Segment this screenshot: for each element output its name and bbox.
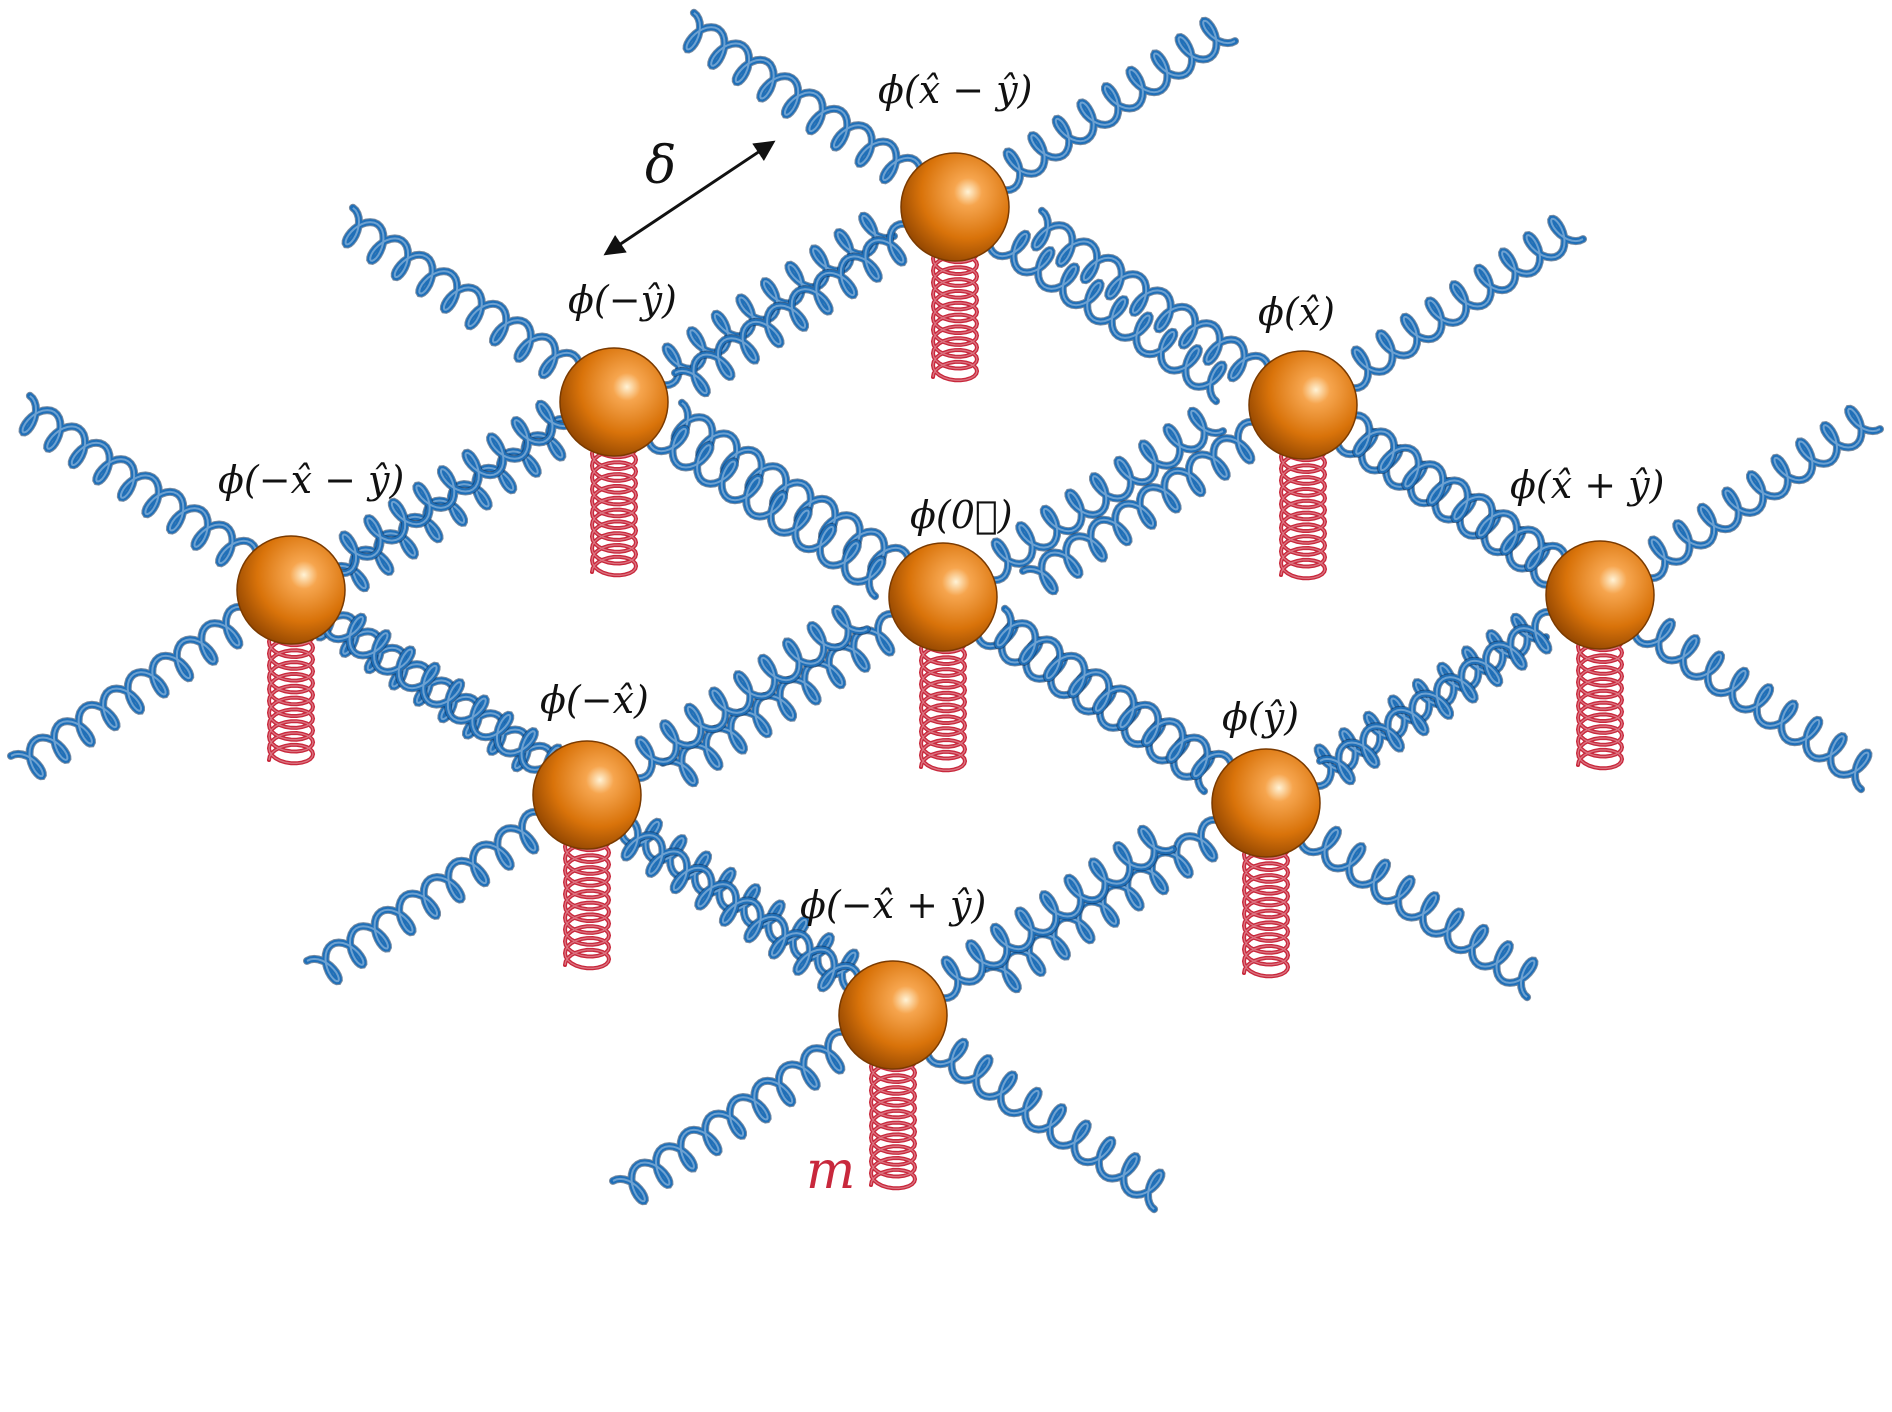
- coupling-spring-x-minus-y-3: [966, 213, 1228, 406]
- site-sphere-x: [1248, 350, 1358, 460]
- coupling-spring-minus-x-plus-y-0: [916, 824, 1177, 1017]
- coupling-spring-x-plus-y-2: [1327, 396, 1589, 589]
- site-label-minus-x-minus-y: ϕ(−x̂ − ŷ): [218, 458, 404, 502]
- site-label-x-plus-y: ϕ(x̂ + ŷ): [1510, 463, 1664, 507]
- coupling-spring-minus-x-3: [598, 801, 860, 994]
- site-sphere-x-plus-y: [1545, 540, 1655, 650]
- coupling-spring-x-1: [1019, 403, 1280, 596]
- coupling-spring-origin-3: [954, 603, 1216, 796]
- site-label-y: ϕ(ŷ): [1222, 695, 1299, 739]
- coupling-spring-minus-x-minus-y-3: [302, 596, 564, 789]
- on-site-spring-minus-x-minus-y: [266, 624, 316, 766]
- site-label-minus-x-plus-y: ϕ(−x̂ + ŷ): [800, 883, 986, 927]
- coupling-spring-minus-x-minus-y-2: [18, 391, 280, 584]
- coupling-spring-x-minus-y-0: [978, 16, 1239, 209]
- coupling-spring-minus-x-plus-y-2: [620, 816, 882, 1009]
- site-label-minus-x: ϕ(−x̂): [540, 678, 649, 722]
- on-site-spring-minus-x-plus-y: [868, 1049, 918, 1191]
- coupling-spring-minus-x-plus-y-3: [904, 1021, 1166, 1214]
- on-site-spring-minus-y: [589, 436, 639, 578]
- coupling-spring-minus-x-1: [303, 793, 564, 986]
- on-site-spring-x: [1278, 439, 1328, 581]
- separation-arrow: [603, 140, 776, 256]
- coupling-spring-minus-y-2: [341, 203, 603, 396]
- site-sphere-minus-x-minus-y: [236, 535, 346, 645]
- coupling-springs: [7, 8, 1884, 1214]
- coupling-spring-x-plus-y-1: [1316, 593, 1577, 786]
- on-site-spring-y: [1241, 837, 1291, 979]
- coupling-spring-origin-2: [670, 398, 932, 591]
- site-label-minus-y: ϕ(−ŷ): [568, 278, 677, 322]
- coupling-spring-x-2: [1030, 206, 1292, 399]
- site-sphere-y: [1211, 748, 1321, 858]
- coupling-spring-minus-x-0: [610, 604, 871, 797]
- site-sphere-origin: [888, 542, 998, 652]
- coupling-spring-y-1: [982, 801, 1243, 994]
- site-label-x: ϕ(x̂): [1258, 290, 1335, 334]
- on-site-spring-origin: [918, 631, 968, 773]
- lattice-sites: [236, 152, 1655, 1070]
- site-sphere-minus-x-plus-y: [838, 960, 948, 1070]
- coupling-spring-x-minus-y-1: [671, 205, 932, 398]
- on-site-spring-x-plus-y: [1575, 629, 1625, 771]
- coupling-spring-origin-1: [659, 595, 920, 788]
- coupling-spring-minus-x-minus-y-1: [7, 588, 268, 781]
- coupling-spring-minus-y-3: [625, 408, 887, 601]
- coupling-spring-x-minus-y-2: [682, 8, 944, 201]
- coupling-spring-x-plus-y-0: [1623, 404, 1884, 597]
- coupling-spring-minus-x-plus-y-1: [609, 1013, 870, 1206]
- coupling-spring-x-plus-y-3: [1611, 601, 1873, 794]
- on-site-spring-x-minus-y: [930, 241, 980, 383]
- coupling-spring-y-3: [1277, 809, 1539, 1002]
- on-site-spring-minus-x: [562, 829, 612, 971]
- site-sphere-minus-y: [559, 347, 669, 457]
- coupling-spring-minus-x-minus-y-0: [314, 399, 575, 592]
- site-label-origin: ϕ(0⃗): [910, 493, 1013, 537]
- site-sphere-minus-x: [532, 740, 642, 850]
- coupling-spring-origin-0: [966, 406, 1227, 599]
- site-label-x-minus-y: ϕ(x̂ − ŷ): [878, 68, 1032, 112]
- site-sphere-x-minus-y: [900, 152, 1010, 262]
- coupling-spring-x-0: [1326, 214, 1587, 407]
- delta-label: δ: [645, 136, 676, 196]
- coupling-spring-y-2: [993, 604, 1255, 797]
- mass-label: m: [806, 1141, 855, 1201]
